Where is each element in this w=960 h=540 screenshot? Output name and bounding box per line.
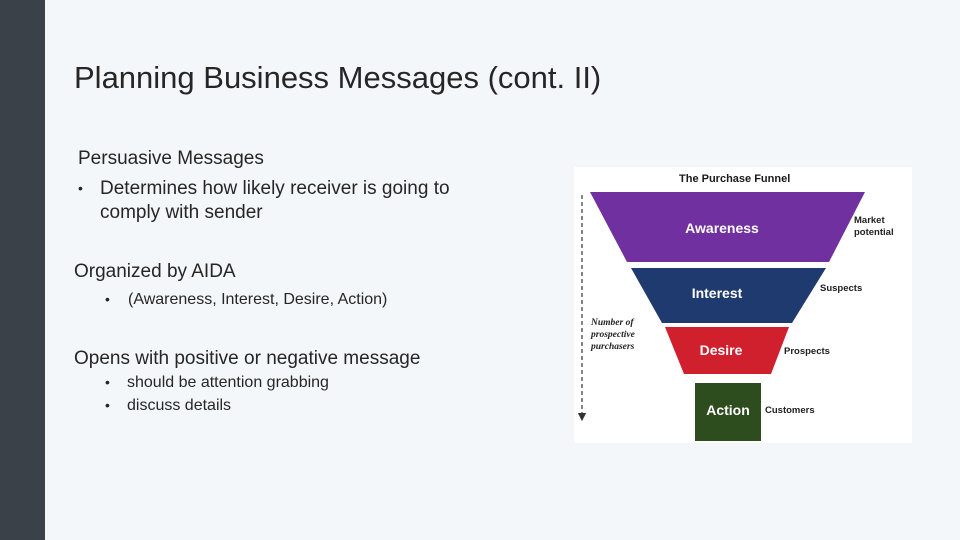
bullet-dot: •	[105, 397, 110, 413]
section-heading-aida: Organized by AIDA	[74, 261, 236, 282]
slide-title: Planning Business Messages (cont. II)	[74, 60, 602, 95]
funnel-stage-awareness	[590, 192, 865, 262]
bullet-text-continued: comply with sender	[100, 202, 263, 223]
bullet-text: Determines how likely receiver is going …	[100, 178, 450, 199]
stage-label-interest: Interest	[692, 285, 743, 301]
bullet-dot: •	[105, 374, 110, 390]
section-heading-persuasive: Persuasive Messages	[78, 148, 264, 169]
bullet-dot: •	[78, 180, 83, 196]
stage-label-desire: Desire	[700, 342, 743, 358]
axis-label: Number of prospective purchasers	[590, 318, 637, 352]
stage-label-action: Action	[706, 402, 750, 418]
bullet-text: discuss details	[127, 397, 232, 414]
section-heading-opens: Opens with positive or negative message	[74, 348, 421, 369]
stage-label-awareness: Awareness	[685, 220, 759, 236]
side-label-customers: Customers	[765, 405, 815, 416]
bullet-text: should be attention grabbing	[127, 374, 329, 391]
bullet-dot: •	[105, 291, 110, 307]
funnel-stage-desire	[665, 327, 789, 374]
purchase-funnel-diagram: The Purchase Funnel Number of prospectiv…	[574, 167, 912, 443]
bullet-text: (Awareness, Interest, Desire, Action)	[128, 291, 388, 308]
side-label-prospects: Prospects	[784, 346, 830, 357]
side-label-market-potential: Market potential	[854, 215, 894, 238]
funnel-title: The Purchase Funnel	[679, 173, 790, 185]
sidebar-accent-bar	[0, 0, 45, 540]
side-label-suspects: Suspects	[820, 283, 862, 294]
funnel-stage-interest	[631, 268, 826, 323]
funnel-stage-action	[695, 383, 761, 441]
